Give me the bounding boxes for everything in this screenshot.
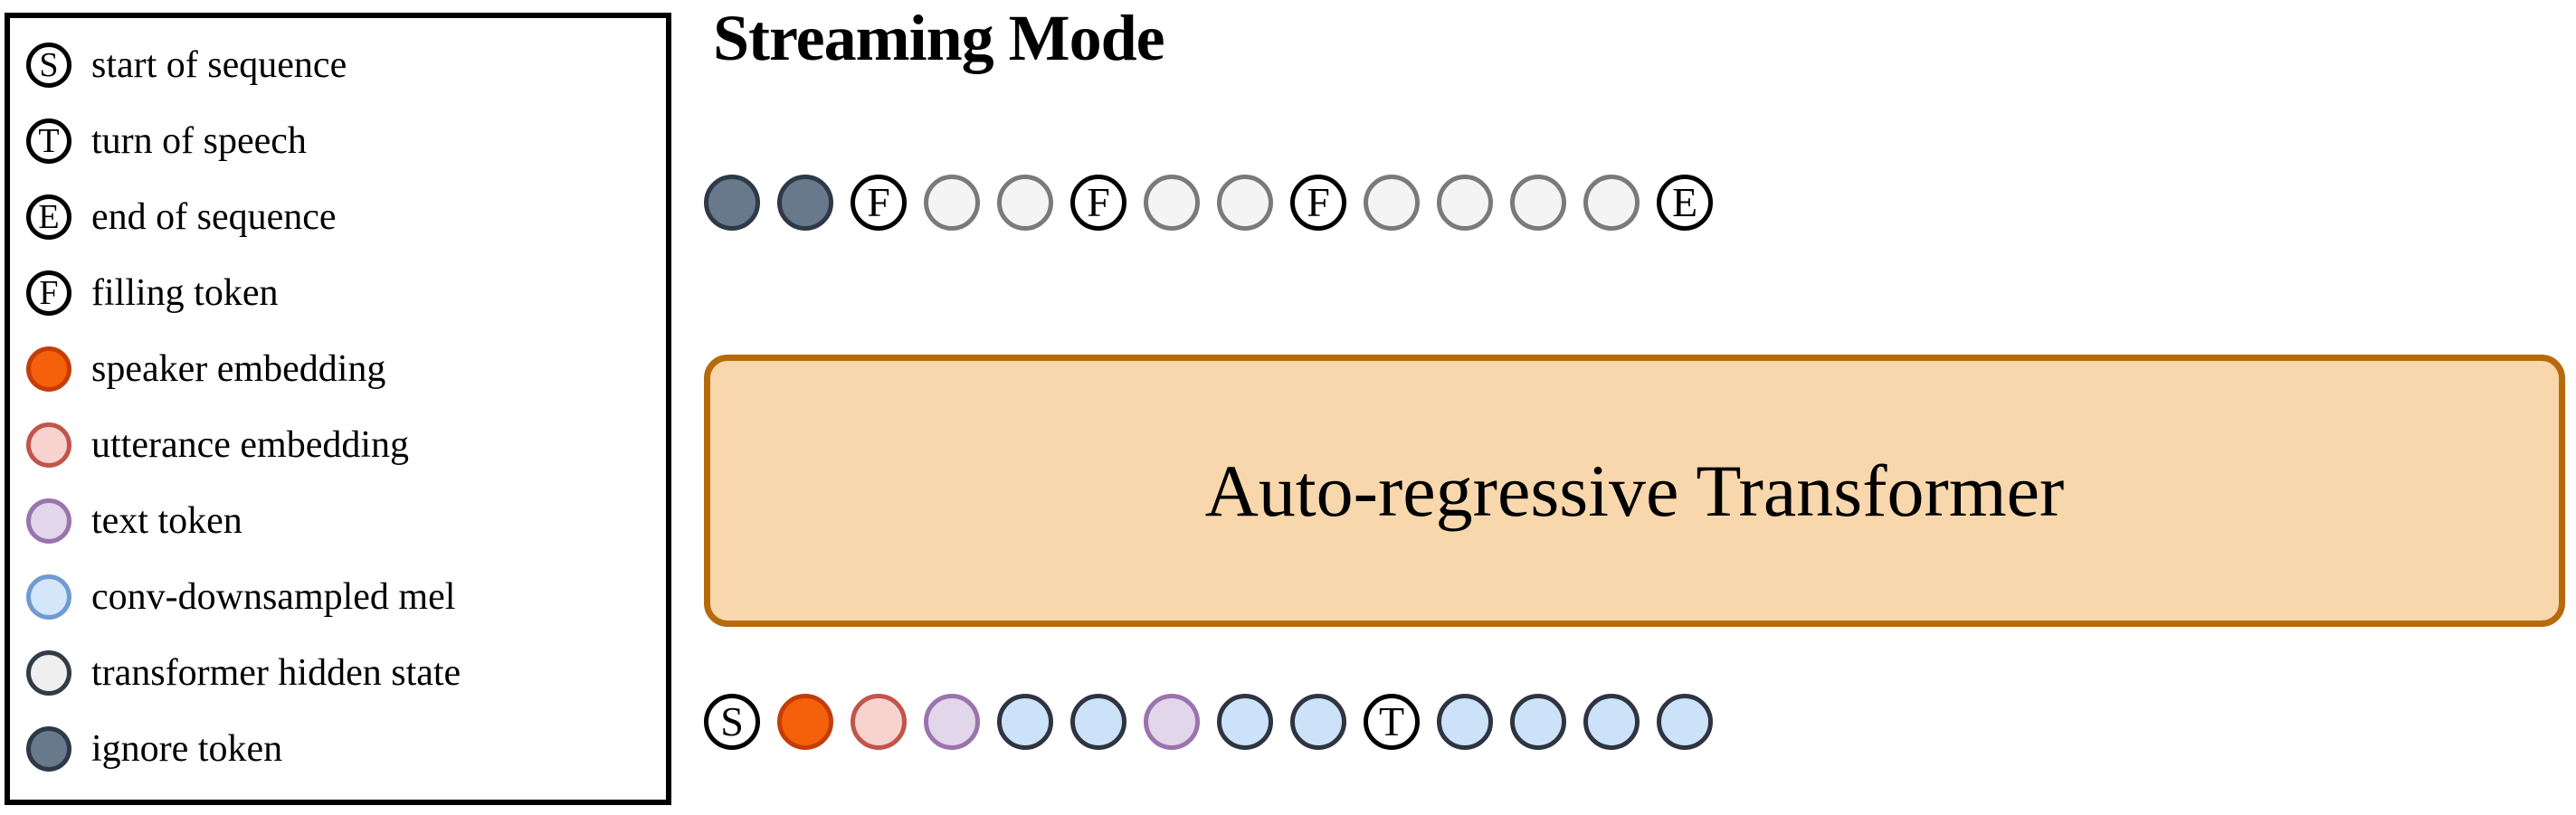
token-conv-downsampled-mel xyxy=(1437,694,1493,750)
turn-of-speech-marker-icon: T xyxy=(26,118,71,164)
utterance-embedding-marker-icon xyxy=(26,422,71,468)
token-glyph: S xyxy=(720,698,744,744)
legend-item-label: utterance embedding xyxy=(91,424,410,466)
token-conv-downsampled-mel xyxy=(1583,694,1640,750)
legend-item-label: conv-downsampled mel xyxy=(91,576,456,618)
token-speaker-embedding xyxy=(777,694,833,750)
transformer-hidden-state-marker-icon xyxy=(26,650,71,696)
legend-item-text-token: text token xyxy=(10,483,666,559)
token-text-token xyxy=(924,694,980,750)
legend-item-label: ignore token xyxy=(91,728,283,770)
legend-item-label: filling token xyxy=(91,272,279,314)
token-glyph: F xyxy=(1087,179,1110,225)
token-turn-of-speech: T xyxy=(1364,694,1420,750)
legend-marker-glyph: T xyxy=(38,122,60,160)
token-transformer-hidden-state xyxy=(924,175,980,231)
token-transformer-hidden-state xyxy=(1144,175,1200,231)
legend-item-label: text token xyxy=(91,500,242,542)
token-conv-downsampled-mel xyxy=(1070,694,1126,750)
legend-marker-glyph: S xyxy=(39,46,59,84)
token-utterance-embedding xyxy=(851,694,907,750)
token-conv-downsampled-mel xyxy=(1657,694,1713,750)
token-start-of-sequence: S xyxy=(704,694,760,750)
legend-item-label: turn of speech xyxy=(91,120,307,162)
legend-marker-glyph: E xyxy=(38,198,60,236)
token-transformer-hidden-state xyxy=(1437,175,1493,231)
legend-item-transformer-hidden-state: transformer hidden state xyxy=(10,635,666,711)
conv-downsampled-mel-marker-icon xyxy=(26,574,71,620)
token-transformer-hidden-state xyxy=(997,175,1053,231)
token-end-of-sequence: E xyxy=(1657,175,1713,231)
legend-item-conv-downsampled-mel: conv-downsampled mel xyxy=(10,559,666,635)
legend-item-ignore-token: ignore token xyxy=(10,711,666,787)
legend-item-label: speaker embedding xyxy=(91,348,386,390)
speaker-embedding-marker-icon xyxy=(26,346,71,392)
legend-item-utterance-embedding: utterance embedding xyxy=(10,407,666,483)
token-conv-downsampled-mel xyxy=(1217,694,1273,750)
transformer-block: Auto-regressive Transformer xyxy=(704,355,2565,627)
filling-token-marker-icon: F xyxy=(26,270,71,316)
page-title: Streaming Mode xyxy=(713,2,1165,74)
token-filling-token: F xyxy=(851,175,907,231)
legend-item-label: end of sequence xyxy=(91,196,337,238)
token-ignore-token xyxy=(777,175,833,231)
token-text-token xyxy=(1144,694,1200,750)
token-transformer-hidden-state xyxy=(1583,175,1640,231)
streaming-mode-diagram: Streaming Mode F F F E Auto-regressive Tran… xyxy=(704,0,2576,815)
legend-item-label: transformer hidden state xyxy=(91,652,461,694)
token-glyph: E xyxy=(1671,179,1698,225)
text-token-marker-icon xyxy=(26,498,71,544)
token-transformer-hidden-state xyxy=(1364,175,1420,231)
token-glyph: F xyxy=(1307,179,1330,225)
legend-item-label: start of sequence xyxy=(91,44,347,86)
start-of-sequence-marker-icon: S xyxy=(26,43,71,88)
token-conv-downsampled-mel xyxy=(1510,694,1566,750)
token-glyph: F xyxy=(867,179,890,225)
ignore-token-marker-icon xyxy=(26,726,71,772)
transformer-label: Auto-regressive Transformer xyxy=(1204,449,2065,532)
end-of-sequence-marker-icon: E xyxy=(26,194,71,240)
token-conv-downsampled-mel xyxy=(997,694,1053,750)
token-transformer-hidden-state xyxy=(1217,175,1273,231)
token-filling-token: F xyxy=(1070,175,1126,231)
token-transformer-hidden-state xyxy=(1510,175,1566,231)
token-ignore-token xyxy=(704,175,760,231)
legend-marker-glyph: F xyxy=(39,274,59,312)
legend-item-speaker-embedding: speaker embedding xyxy=(10,331,666,407)
token-conv-downsampled-mel xyxy=(1290,694,1346,750)
token-glyph: T xyxy=(1378,698,1405,744)
token-filling-token: F xyxy=(1290,175,1346,231)
